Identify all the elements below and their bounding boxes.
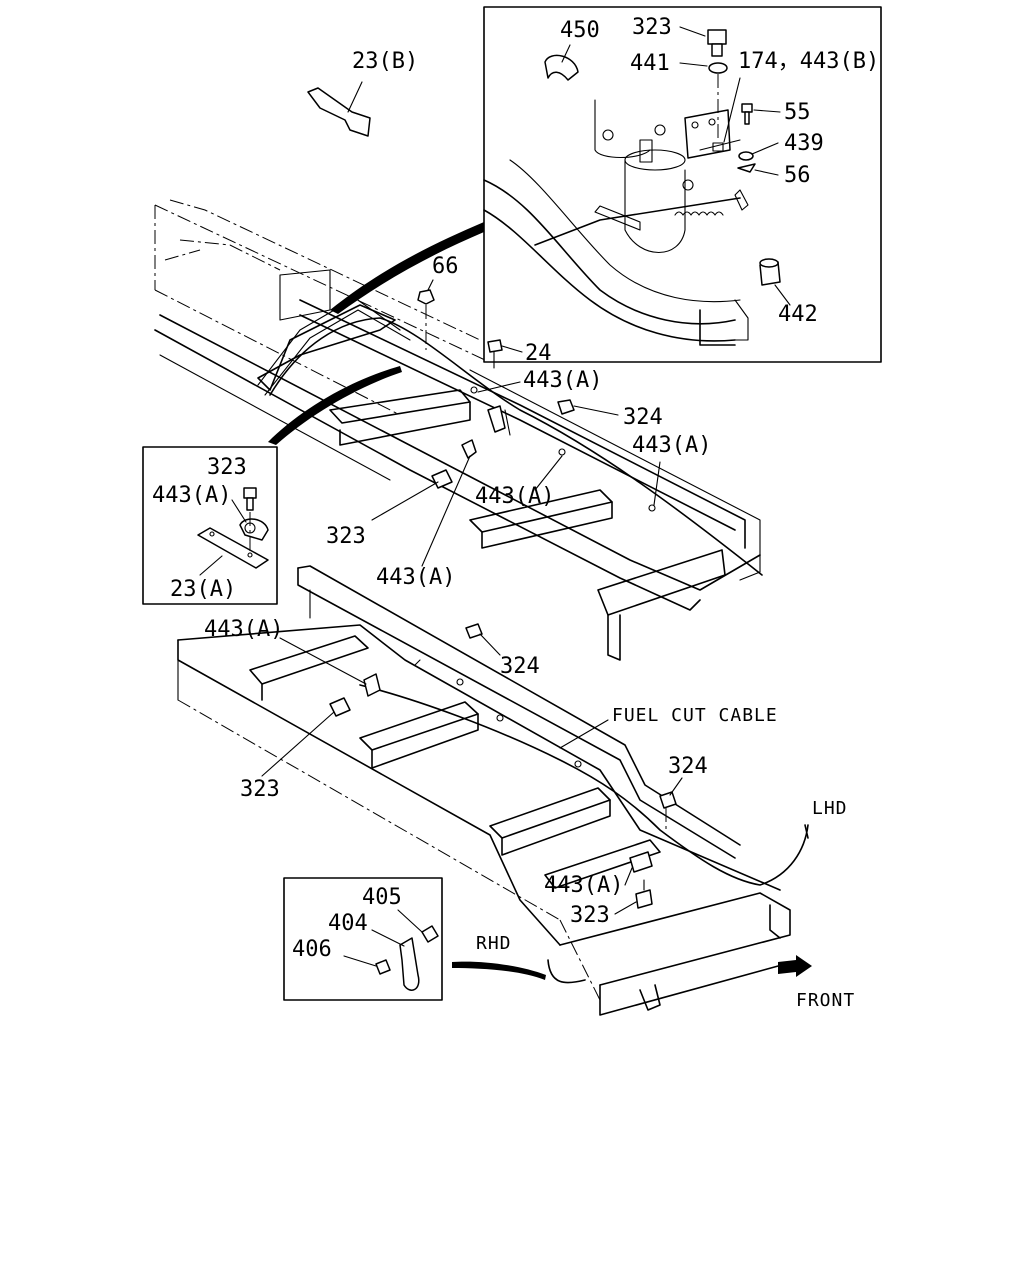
washer-439-icon — [738, 151, 754, 161]
label-441: 441 — [630, 51, 670, 76]
label-443a-4: 443(A) — [376, 565, 455, 590]
bolt-323-icon — [707, 29, 727, 45]
nut-324-icon — [465, 623, 483, 639]
clip-443a-icon — [363, 673, 381, 697]
label-442: 442 — [778, 302, 818, 327]
nut-324-icon — [659, 791, 677, 809]
inset-label-443a: 443(A) — [152, 483, 231, 508]
label-24: 24 — [525, 341, 552, 366]
front-arrow-icon — [778, 955, 812, 977]
nut-324-icon — [557, 399, 575, 415]
nut-66-icon — [417, 289, 435, 305]
bolt-323-icon — [431, 469, 453, 489]
label-323-low: 323 — [240, 777, 280, 802]
label-439: 439 — [784, 131, 824, 156]
callout-arrow-top — [330, 222, 484, 314]
label-front: FRONT — [796, 990, 855, 1011]
bolt-405-icon — [421, 925, 439, 943]
label-404: 404 — [328, 911, 368, 936]
bracket-23a-icon — [197, 527, 269, 569]
label-405: 405 — [362, 885, 402, 910]
label-443a-5: 443(A) — [204, 617, 283, 642]
clip-56-icon — [737, 163, 756, 173]
label-56: 56 — [784, 163, 811, 188]
label-174-443b: 174，443(B) — [738, 49, 879, 74]
clip-443a-icon — [629, 851, 653, 873]
clamp-443a-icon — [239, 518, 269, 541]
inset-frame-left — [142, 446, 278, 605]
label-lhd: LHD — [812, 798, 848, 819]
clamp-450-icon — [544, 54, 579, 81]
label-443a-2: 443(A) — [632, 433, 711, 458]
clip-443a-icon — [461, 439, 477, 459]
inset-label-23a: 23(A) — [170, 577, 236, 602]
label-55: 55 — [784, 100, 811, 125]
label-fuel-cut-cable: FUEL CUT CABLE — [612, 705, 778, 726]
label-66: 66 — [432, 254, 459, 279]
label-450: 450 — [560, 18, 600, 43]
label-443a-6: 443(A) — [544, 873, 623, 898]
label-23b: 23(B) — [352, 49, 418, 74]
label-323-bot: 323 — [570, 903, 610, 928]
label-324-3: 324 — [668, 754, 708, 779]
inset-engine-stop: 450 323 441 174，443(B) 55 439 56 442 — [483, 6, 882, 363]
inset-frame-bottom — [283, 877, 443, 1001]
lower-frame: 443(A) 324 FUEL CUT CABLE 323 324 LHD 44… — [177, 565, 848, 1016]
inset-bracket-23a: 323 443(A) 23(A) — [142, 446, 278, 605]
label-443a-1: 443(A) — [523, 368, 602, 393]
inset-frame-top-right — [483, 6, 882, 363]
label-324-1: 324 — [623, 405, 663, 430]
bolt-24-icon — [487, 339, 503, 353]
upper-frame: 66 24 443(A) 324 443(A) 443(A) 323 443(A… — [154, 199, 763, 661]
label-323-top: 323 — [632, 15, 672, 40]
washer-441-icon — [708, 62, 728, 74]
inset-label-323: 323 — [207, 455, 247, 480]
label-323-mid: 323 — [326, 524, 366, 549]
bracket-23b: 23(B) — [307, 49, 418, 137]
inset-rhd-clamp: 405 404 406 — [283, 877, 443, 1001]
clamp-404-icon — [399, 937, 420, 991]
label-324-2: 324 — [500, 654, 540, 679]
callout-arrow-left — [268, 366, 402, 445]
rhd-arrow — [452, 961, 546, 980]
bracket-23b-icon — [307, 87, 371, 137]
screw-55-icon — [741, 103, 753, 113]
bolt-323-icon — [635, 889, 653, 909]
label-rhd: RHD — [476, 933, 512, 954]
label-406: 406 — [292, 937, 332, 962]
nut-406-icon — [375, 959, 391, 975]
label-443a-3: 443(A) — [475, 484, 554, 509]
